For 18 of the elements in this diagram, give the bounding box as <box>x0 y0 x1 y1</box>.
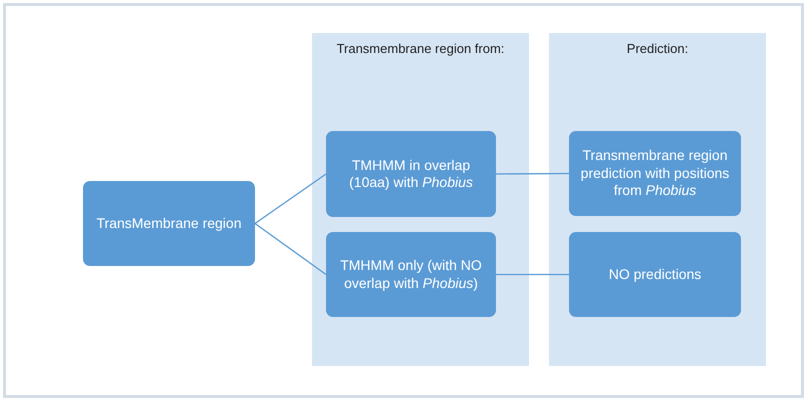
box-text: NO predictions <box>608 266 702 284</box>
connector-line <box>254 173 326 224</box>
column-heading: Prediction: <box>626 41 688 56</box>
box-text: TransMembrane region <box>96 214 242 232</box>
column-panel <box>549 33 766 366</box>
column-panel <box>312 33 529 366</box>
process-box <box>326 232 496 317</box>
connector-line <box>254 222 326 276</box>
column-heading: Transmembrane region from: <box>336 41 504 56</box>
process-box <box>569 131 741 216</box>
process-box <box>326 131 496 217</box>
connector-line <box>496 274 569 276</box>
process-box <box>83 181 255 266</box>
process-box <box>569 232 741 317</box>
connector-line <box>496 172 569 175</box>
box-text: Transmembrane region prediction with positions from Phobius <box>580 147 730 200</box>
box-text: TMHMM only (with NO overlap with Phobius) <box>339 257 483 292</box>
box-text: TMHMM in overlap (10aa) with Phobius <box>348 156 474 192</box>
